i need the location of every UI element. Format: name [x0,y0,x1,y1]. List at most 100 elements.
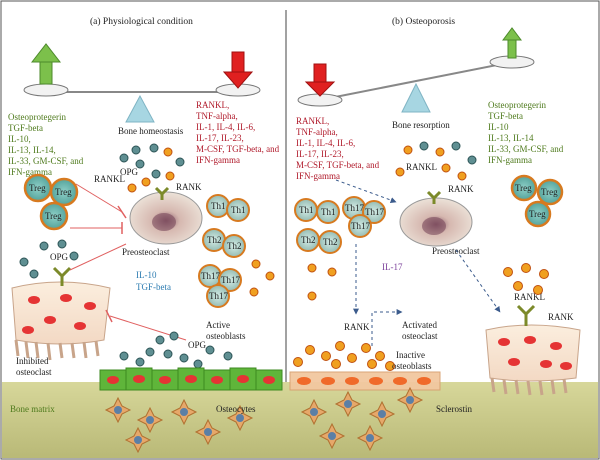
rankl-label-a: RANKL [94,174,125,184]
dashed-arrows-b [335,179,501,346]
active-label-2: osteoblasts [206,331,246,341]
svg-text:RANKL,: RANKL, [296,116,329,126]
rankl-dots-b-mid [307,263,337,301]
th1-cell: Th1 [316,200,340,224]
cytokine-dots-b-top [395,141,477,181]
svg-text:Treg: Treg [529,209,546,219]
svg-text:Th17: Th17 [351,221,370,231]
svg-text:Th2: Th2 [301,235,316,245]
preosteoclast-label-b: Preosteoclast [432,246,480,256]
th17-cell: Th17 [218,268,242,292]
svg-text:Treg: Treg [29,183,46,193]
svg-text:IL-17, IL-23,: IL-17, IL-23, [296,149,344,159]
svg-text:Th17: Th17 [345,203,364,213]
opg-label-left-a: OPG [50,252,69,262]
inhibited-label-2: osteoclast [16,367,52,377]
svg-text:Treg: Treg [55,187,72,197]
pro-resorptive-list-b: RANKL, TNF-alpha, IL-1, IL-4, IL-6, IL-1… [296,116,380,181]
preosteoclast-label-a: Preosteoclast [122,247,170,257]
svg-text:IL-13, IL-14: IL-13, IL-14 [488,133,534,143]
preosteoclast-a [129,186,203,245]
rankl-label-right-b: RANKL [514,292,545,302]
svg-text:TGF-beta: TGF-beta [488,111,523,121]
treg-cluster-b: Treg Treg Treg [510,174,564,228]
svg-text:Th1: Th1 [211,201,226,211]
svg-text:IL-1, IL-4, IL-6,: IL-1, IL-4, IL-6, [296,138,355,148]
svg-text:Th1: Th1 [299,205,314,215]
treg-cell: Treg [39,201,69,231]
active-label-1: Active [206,320,230,330]
panel-a-title: (a) Physiological condition [90,16,193,27]
preosteoclast-b [399,190,473,247]
inactive-label-1: Inactive [396,350,425,360]
svg-text:Treg: Treg [541,187,558,197]
th1-cell: Th1 [226,198,250,222]
bone-resorption-label: Bone resorption [392,120,450,130]
th2-cell: Th2 [222,234,246,258]
resorption-scale [297,27,535,113]
svg-text:Osteoprotegerin: Osteoprotegerin [488,100,546,110]
svg-text:TNF-alpha,: TNF-alpha, [196,111,238,121]
svg-text:IL-33, GM-CSF, and: IL-33, GM-CSF, and [488,144,564,154]
th17-cell: Th17 [362,200,386,224]
svg-text:IFN-gamma: IFN-gamma [296,171,340,181]
svg-text:IL-33, GM-CSF, and: IL-33, GM-CSF, and [8,156,84,166]
treg-cell: Treg [510,174,538,202]
svg-text:Osteoprotegerin: Osteoprotegerin [8,112,66,122]
up-arrow-icon [30,43,62,85]
th1-cell: Th1 [206,194,230,218]
inhibited-label-1: Inhibited [16,356,49,366]
inhibited-osteoclast [11,266,111,361]
anti-resorptive-list-b: Osteoprotegerin TGF-beta IL-10 IL-13, IL… [488,100,564,165]
th2-cell: Th2 [318,230,342,254]
treg-cell: Treg [536,178,564,206]
il17-label: IL-17 [382,262,403,272]
svg-text:IL-1, IL-4, IL-6,: IL-1, IL-4, IL-6, [196,122,255,132]
panel-b-title: (b) Osteoporosis [392,16,455,27]
svg-text:TNF-alpha,: TNF-alpha, [296,127,338,137]
rankl-dots-b-right [503,263,549,295]
inactive-label-2: osteoblasts [392,361,432,371]
th17-cell: Th17 [198,264,222,288]
treg-cell: Treg [524,200,552,228]
rank-label-mid-b: RANK [344,322,370,332]
inactive-osteoblasts [289,371,441,391]
bone-matrix [2,382,598,458]
activated-label-2: osteoclast [402,331,438,341]
svg-text:Treg: Treg [45,211,62,221]
svg-text:Th17: Th17 [201,271,220,281]
rankl-label-b: RANKL [406,162,437,172]
opg-dots-left-a [19,239,79,279]
th17-cell: Th17 [348,214,372,238]
rankl-dots-a-mid [249,259,275,297]
svg-text:Th17: Th17 [365,207,384,217]
treg-cluster-a: Treg Treg Treg [23,173,79,231]
th-cells-a: Th1 Th1 Th2 Th2 Th17 Th17 Th17 [198,194,250,308]
bone-homeostasis-label: Bone homeostasis [118,126,184,136]
svg-text:RANKL,: RANKL, [196,100,229,110]
treg-cell: Treg [49,177,79,207]
svg-text:Th2: Th2 [227,241,242,251]
svg-text:TGF-beta: TGF-beta [8,123,43,133]
homeostasis-scale [23,43,261,123]
active-osteoblasts [99,367,283,391]
svg-text:M-CSF, TGF-beta, and: M-CSF, TGF-beta, and [296,160,380,170]
th1-cell: Th1 [294,198,318,222]
sclerostin-label: Sclerostin [436,404,472,414]
treg-cell: Treg [23,173,53,203]
svg-text:IL-10: IL-10 [488,122,509,132]
osteocytes-a [104,396,254,454]
svg-text:Th1: Th1 [231,205,246,215]
svg-text:Th17: Th17 [221,275,240,285]
svg-text:Th17: Th17 [209,291,228,301]
svg-text:IFN-gamma: IFN-gamma [488,155,532,165]
svg-text:Th1: Th1 [321,207,336,217]
bone-matrix-label: Bone matrix [10,404,55,414]
il10-label: IL-10 [136,270,157,280]
down-arrow-icon [222,51,254,89]
osteocytes-b [300,386,424,452]
anti-resorptive-list-a: Osteoprotegerin TGF-beta IL-10, IL-13, I… [8,112,84,177]
